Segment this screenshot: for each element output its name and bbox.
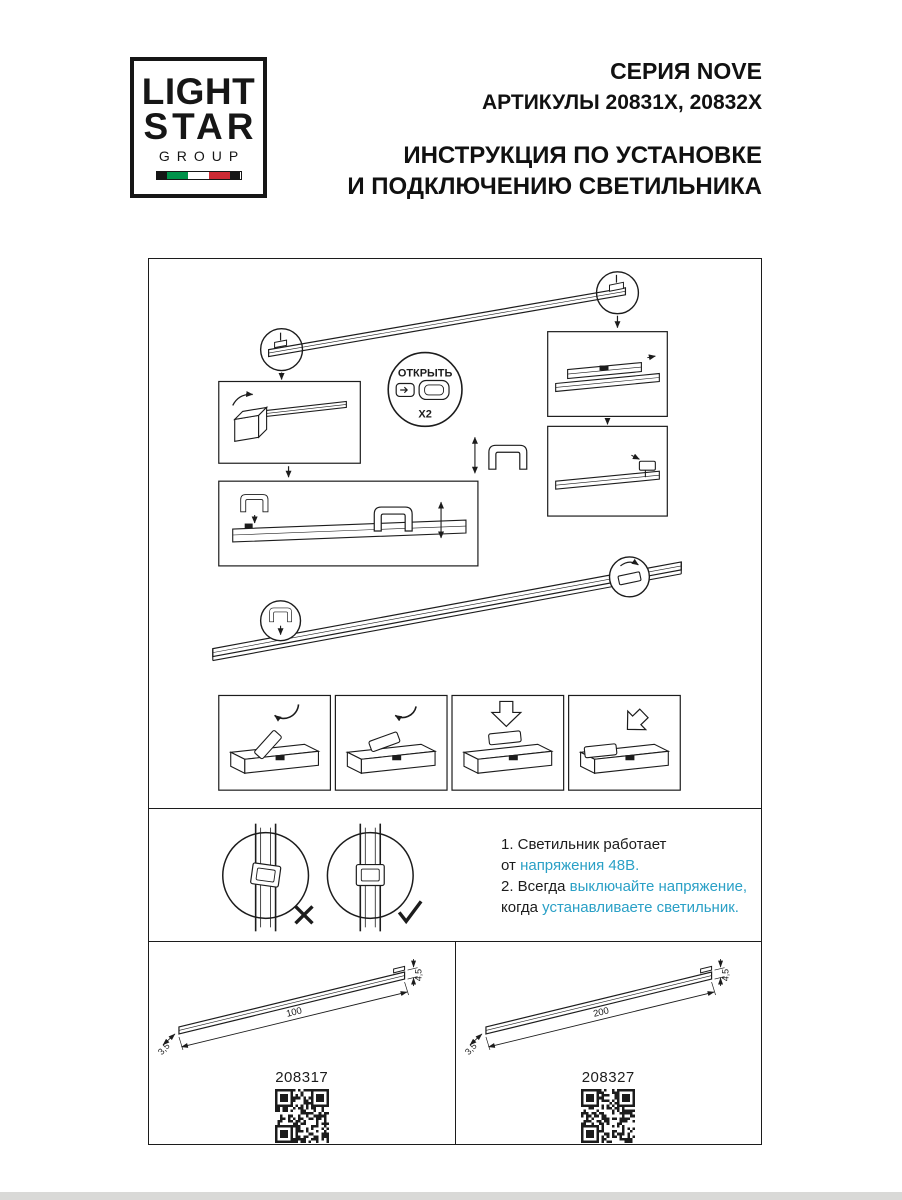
- detail-box-connector-end: [547, 425, 668, 517]
- clip-button-icon: [418, 379, 450, 401]
- dim-depth: 3,5: [462, 1041, 478, 1057]
- step-panel-2: [334, 694, 448, 791]
- press-down-arrow-icon: [490, 700, 523, 728]
- logo-word-star: STAR: [143, 105, 258, 147]
- detail-circle-clip-rotate: [608, 556, 651, 598]
- logo-word-light: LIGHT: [141, 71, 256, 113]
- instruction-title-line2: И ПОДКЛЮЧЕНИЮ СВЕТИЛЬНИКА: [347, 172, 762, 200]
- track-section-correct: [326, 823, 414, 932]
- qr-code: [274, 1089, 329, 1143]
- detail-circle-left-end: [259, 327, 304, 372]
- note-line-3: 2. Всегда выключайте напряжение,: [501, 878, 748, 895]
- document-header: СЕРИЯ NOVE АРТИКУЛЫ 20831X, 20832X ИНСТР…: [347, 58, 762, 202]
- open-count: X2: [418, 408, 431, 420]
- lightstar-logo: LIGHT STAR GROUP: [130, 57, 267, 198]
- articles-line: АРТИКУЛЫ 20831X, 20832X: [481, 91, 762, 114]
- voltage-highlight: напряжения 48В.: [520, 857, 640, 874]
- spring-clip-icon: [488, 444, 528, 470]
- installation-diagram: ОТКРЫТЬ X2: [212, 271, 682, 791]
- installation-diagram-section: ОТКРЫТЬ X2: [148, 258, 762, 810]
- products-section: 100 4,5 3,5 208317: [148, 941, 762, 1145]
- install-highlight: устанавливаете светильник.: [542, 899, 739, 916]
- dim-height: 4,5: [414, 969, 424, 981]
- track-section-wrong: [222, 823, 310, 932]
- product-code: 208317: [275, 1069, 329, 1086]
- qr-code: [581, 1089, 636, 1143]
- wrong-mark-icon: [294, 905, 314, 925]
- detail-circle-clip-insert: [259, 600, 302, 642]
- step-panel-1: [218, 694, 332, 791]
- italian-flag-icon: [155, 170, 242, 180]
- instruction-title-line1: ИНСТРУКЦИЯ ПО УСТАНОВКЕ: [403, 142, 762, 169]
- open-label: ОТКРЫТЬ: [398, 368, 453, 380]
- step-panel-3: [451, 694, 565, 791]
- detail-box-connector-top: [547, 331, 668, 417]
- safety-notes: 1. Светильник работает от напряжения 48В…: [501, 834, 747, 918]
- series-title: СЕРИЯ NOVE: [610, 58, 762, 84]
- dim-length: 100: [285, 1005, 303, 1019]
- fixture-drawing: 200 4,5 3,5: [462, 959, 730, 1057]
- scan-edge: [0, 1192, 902, 1200]
- detail-box-clip-rail: [218, 480, 479, 567]
- detail-box-endcap: [218, 380, 361, 464]
- check-mark-icon: [397, 900, 423, 925]
- product-cell-208327: 200 4,5 3,5 208327: [454, 942, 762, 1144]
- step-panel-4: [568, 694, 681, 791]
- track-profile-middle: [212, 561, 682, 662]
- arrow-right-icon: [400, 386, 409, 394]
- track-profile-top: [268, 274, 627, 358]
- safety-section: 1. Светильник работает от напряжения 48В…: [148, 808, 762, 943]
- dim-depth: 3,5: [156, 1041, 172, 1057]
- note-line-2: от напряжения 48В.: [501, 857, 640, 874]
- note-line-1: 1. Светильник работает: [501, 836, 667, 853]
- detail-circle-right-end: [595, 271, 640, 315]
- fixture-drawing: 100 4,5 3,5: [156, 959, 424, 1057]
- mounting-check-diagram: [222, 823, 423, 932]
- switch-off-highlight: выключайте напряжение,: [569, 878, 748, 895]
- dim-length: 200: [592, 1005, 610, 1019]
- press-side-arrow-icon: [626, 708, 649, 731]
- logo-word-group: GROUP: [158, 147, 246, 164]
- note-line-4: когда устанавливаете светильник.: [501, 899, 739, 916]
- open-callout: ОТКРЫТЬ X2: [387, 351, 463, 428]
- product-code: 208327: [581, 1069, 635, 1086]
- product-cell-208317: 100 4,5 3,5 208317: [149, 942, 455, 1144]
- dim-height: 4,5: [720, 969, 730, 981]
